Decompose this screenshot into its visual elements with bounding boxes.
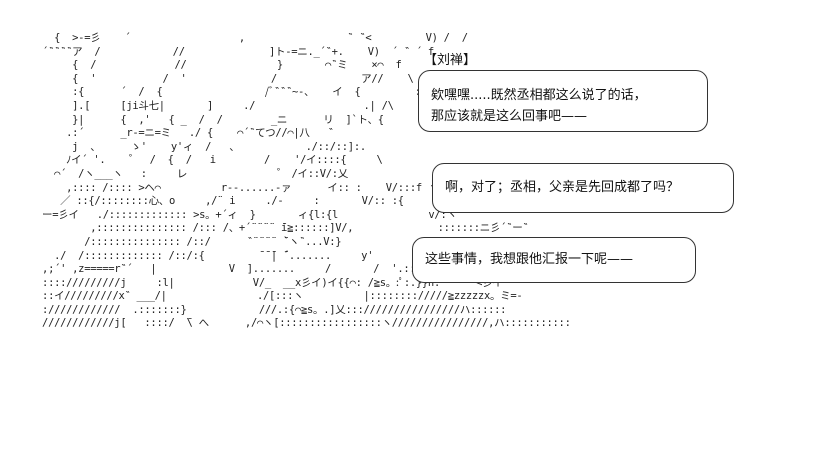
dialogue-line: 欸嘿嘿.....既然丞相都这么说了的话， xyxy=(431,88,647,103)
speaker-name-label: 【刘禅】 xyxy=(424,53,477,68)
speech-bubble-1: 欸嘿嘿.....既然丞相都这么说了的话， 那应该就是这么回事吧—— xyxy=(418,70,708,132)
dialogue-line: 这些事情，我想跟他汇报一下呢—— xyxy=(425,252,634,267)
speech-bubble-3: 这些事情，我想跟他汇报一下呢—— xyxy=(412,237,696,283)
speech-bubble-2: 啊，对了；丞相，父亲是先回成都了吗？ xyxy=(432,163,734,213)
dialogue-line: 那应该就是这么回事吧—— xyxy=(431,109,588,124)
dialogue-line: 啊，对了；丞相，父亲是先回成都了吗？ xyxy=(445,180,680,195)
